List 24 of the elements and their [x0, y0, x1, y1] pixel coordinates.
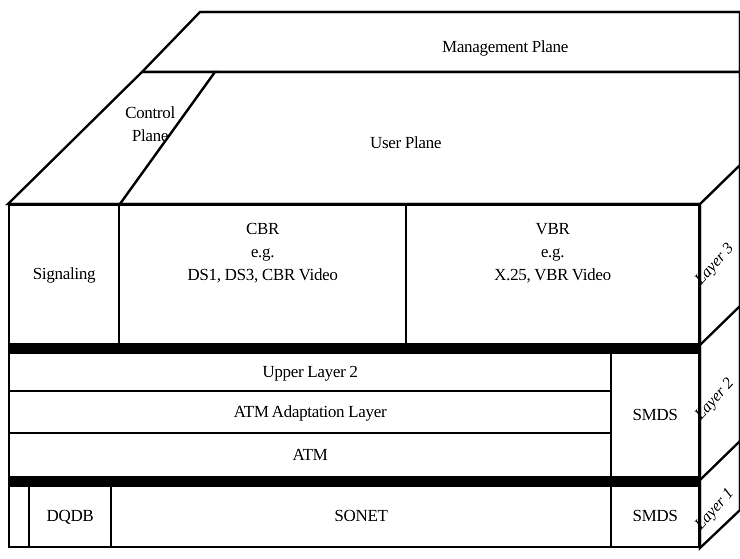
empty-box — [8, 485, 30, 548]
box-label: DQDB — [46, 505, 94, 528]
layer-box — [8, 432, 612, 478]
box-label: SONET — [334, 505, 388, 528]
box-label: ATM Adaptation Layer — [234, 400, 386, 423]
box-label: CBR — [246, 218, 280, 240]
box-label: Signaling — [32, 263, 96, 286]
protocol-box — [8, 204, 120, 345]
protocol-box — [28, 485, 112, 548]
plane-panel — [8, 72, 215, 204]
box-label: SMDS — [632, 505, 678, 528]
layer-box — [110, 485, 612, 548]
box-label: VBR — [535, 218, 570, 240]
box-label: Control Plane — [124, 102, 176, 147]
box-label: Upper Layer 2 — [262, 360, 358, 383]
box-label: ATM — [292, 444, 328, 466]
layer-box — [8, 352, 612, 392]
box-label: e.g. — [250, 240, 274, 263]
box-label: X.25, VBR Video — [494, 264, 611, 286]
box-label: SMDS — [632, 404, 678, 426]
box-label: Management Plane — [442, 36, 568, 58]
box-label: e.g. — [540, 240, 564, 263]
box-label: DS1, DS3, CBR Video — [187, 264, 338, 286]
box-label: User Plane — [370, 132, 442, 154]
